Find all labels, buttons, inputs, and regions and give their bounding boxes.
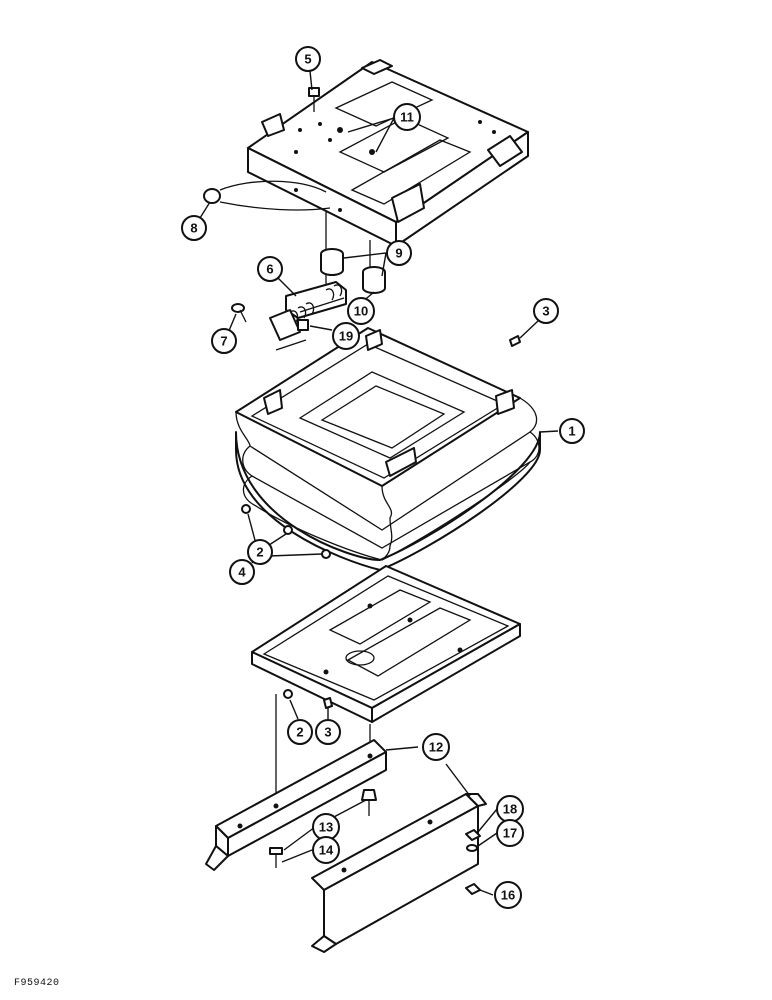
svg-text:7: 7 (220, 334, 227, 349)
callout-19: 19 (332, 322, 360, 350)
callout-10: 10 (347, 297, 375, 325)
callout-18: 18 (496, 795, 524, 823)
svg-text:8: 8 (190, 221, 197, 236)
svg-text:4: 4 (238, 565, 246, 580)
callout-17: 17 (496, 819, 524, 847)
callout-13: 13 (312, 813, 340, 841)
callout-14: 14 (312, 836, 340, 864)
callout-4: 4 (229, 559, 255, 585)
rubber-bumpers (320, 248, 386, 294)
svg-text:16: 16 (501, 888, 515, 903)
suspension-bellows (235, 327, 541, 571)
svg-text:18: 18 (503, 802, 517, 817)
mounting-rail-right (311, 793, 487, 953)
top-seat-plate (247, 59, 529, 247)
svg-text:17: 17 (503, 826, 517, 841)
callout-2-bottom: 2 (287, 719, 313, 745)
svg-text:11: 11 (400, 110, 414, 125)
svg-text:14: 14 (319, 843, 334, 858)
svg-text:3: 3 (542, 304, 549, 319)
callout-6: 6 (257, 256, 283, 282)
callout-7: 7 (211, 328, 237, 354)
bolt-5 (308, 87, 320, 112)
svg-text:13: 13 (319, 820, 333, 835)
svg-text:3: 3 (324, 725, 331, 740)
svg-text:2: 2 (296, 725, 303, 740)
svg-text:6: 6 (266, 262, 273, 277)
svg-text:12: 12 (429, 740, 443, 755)
svg-text:9: 9 (395, 246, 402, 261)
leader-lines (199, 70, 559, 896)
callout-16: 16 (494, 881, 522, 909)
callout-9: 9 (386, 240, 412, 266)
callout-12: 12 (422, 733, 450, 761)
callout-2-top: 2 (247, 539, 273, 565)
callout-5: 5 (295, 46, 321, 72)
svg-text:5: 5 (304, 52, 311, 67)
svg-text:1: 1 (568, 424, 575, 439)
svg-text:10: 10 (354, 304, 368, 319)
base-plate (251, 565, 521, 723)
callout-3-bottom: 3 (315, 719, 341, 745)
callout-8: 8 (181, 215, 207, 241)
control-cables (203, 180, 331, 211)
mounting-rail-left (205, 739, 387, 871)
callout-1: 1 (559, 418, 585, 444)
latch-mechanism (231, 281, 347, 351)
callout-3-top: 3 (533, 298, 559, 324)
callout-11: 11 (393, 103, 421, 131)
svg-text:19: 19 (339, 329, 353, 344)
svg-text:2: 2 (256, 545, 263, 560)
figure-code: F959420 (14, 978, 60, 989)
